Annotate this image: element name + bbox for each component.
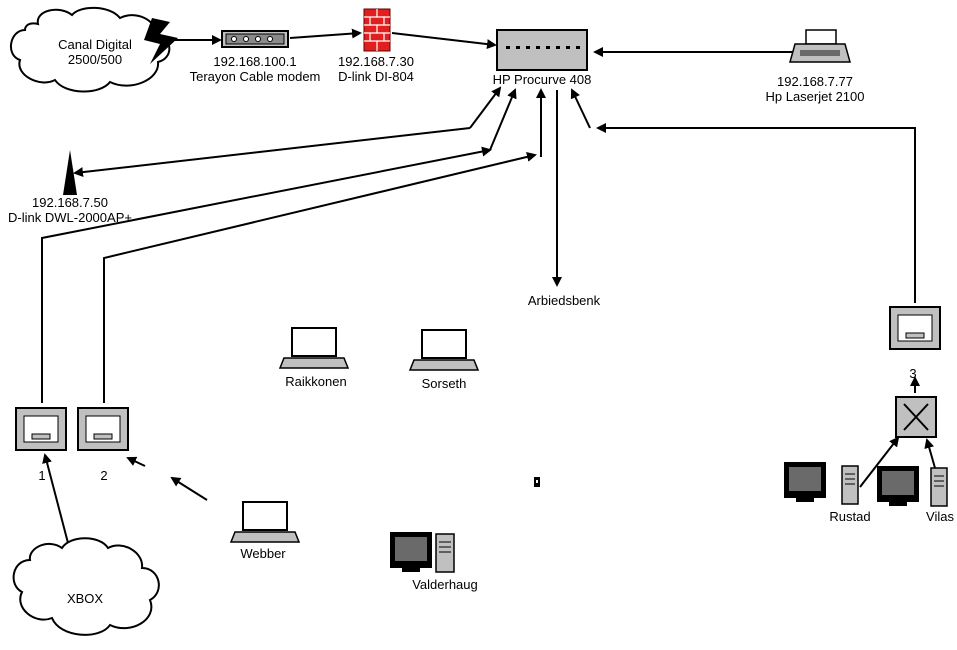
modem-name: Terayon Cable modem — [190, 69, 321, 84]
desktop-icon — [390, 532, 455, 573]
laptop-name: Webber — [240, 546, 286, 561]
laptop-name: Raikkonen — [285, 374, 346, 389]
wall-port-2-number: 2 — [100, 468, 107, 483]
wall-port-1-number: 1 — [38, 468, 45, 483]
link-modem-router — [289, 28, 362, 39]
laptop-icon — [278, 327, 350, 369]
link-ap-switch-head — [469, 86, 502, 129]
link-port3-switch — [596, 123, 916, 303]
desktop-rustad: Rustad — [784, 462, 871, 524]
desktop-icon — [784, 462, 859, 505]
lightning-icon — [144, 18, 178, 64]
laptop-webber: Webber — [229, 501, 301, 561]
wall-port-1: 1 — [15, 407, 67, 483]
link-router-switch — [391, 32, 497, 50]
desktop-valderhaug: Valderhaug — [390, 532, 478, 592]
cloud-internet-line2: 2500/500 — [68, 52, 122, 67]
workbench-label: Arbiedsbenk — [528, 293, 601, 308]
printer: 192.168.7.77 Hp Laserjet 2100 — [765, 29, 865, 104]
link-rustad-hub — [859, 436, 900, 488]
ap-name: D-link DWL-2000AP+ — [8, 210, 132, 225]
link-xbox-port1 — [42, 453, 69, 544]
printer-ip: 192.168.7.77 — [777, 74, 853, 89]
link-port3-switch-head — [570, 88, 591, 129]
modem-ip: 192.168.100.1 — [213, 54, 296, 69]
desktop-vilas: Vilas — [877, 466, 954, 524]
wall-port-3-number: 3 — [909, 366, 916, 381]
link-webber-arrow — [170, 476, 208, 501]
laptop-sorseth: Sorseth — [408, 329, 480, 391]
local-hub — [895, 396, 937, 438]
link-ap-switch — [73, 127, 471, 178]
internet-cloud: Canal Digital 2500/500 — [10, 6, 178, 93]
link-port1-switch-head — [489, 88, 517, 151]
wall-port-3: 3 — [889, 306, 941, 381]
desktop-name: Vilas — [926, 509, 954, 524]
laptop-name: Sorseth — [422, 376, 467, 391]
laptop-icon — [408, 329, 480, 371]
access-point: 192.168.7.50 D-link DWL-2000AP+ — [8, 150, 132, 225]
switch-icon — [496, 29, 588, 71]
laptop-icon — [229, 501, 301, 543]
router-firewall: 192.168.7.30 D-link DI-804 — [338, 8, 414, 84]
xbox-cloud: XBOX — [12, 537, 160, 636]
xbox-label: XBOX — [67, 591, 103, 606]
printer-name: Hp Laserjet 2100 — [765, 89, 864, 104]
switch-name: HP Procurve 408 — [493, 72, 592, 87]
cloud-icon — [12, 537, 160, 636]
router-ip: 192.168.7.30 — [338, 54, 414, 69]
desktop-icon — [877, 466, 948, 507]
switch-ports — [506, 46, 580, 49]
cloud-internet-line1: Canal Digital — [58, 37, 132, 52]
desktop-name: Rustad — [829, 509, 870, 524]
laptop-raikkonen: Raikkonen — [278, 327, 350, 389]
main-switch: HP Procurve 408 — [493, 29, 592, 87]
connections — [41, 28, 936, 544]
router-name: D-link DI-804 — [338, 69, 414, 84]
link-vilas-hub — [924, 438, 936, 469]
link-port1-switch — [41, 146, 492, 403]
ap-ip: 192.168.7.50 — [32, 195, 108, 210]
printer-icon — [789, 29, 851, 63]
antenna-icon — [63, 150, 77, 195]
link-port2-switch — [103, 151, 537, 403]
cloud-icon — [10, 6, 171, 93]
link-port2-arrow — [126, 456, 146, 467]
wall-port-2: 2 — [77, 407, 129, 483]
cable-modem: 192.168.100.1 Terayon Cable modem — [190, 30, 321, 84]
desktop-name: Valderhaug — [412, 577, 478, 592]
firewall-icon — [363, 8, 391, 52]
